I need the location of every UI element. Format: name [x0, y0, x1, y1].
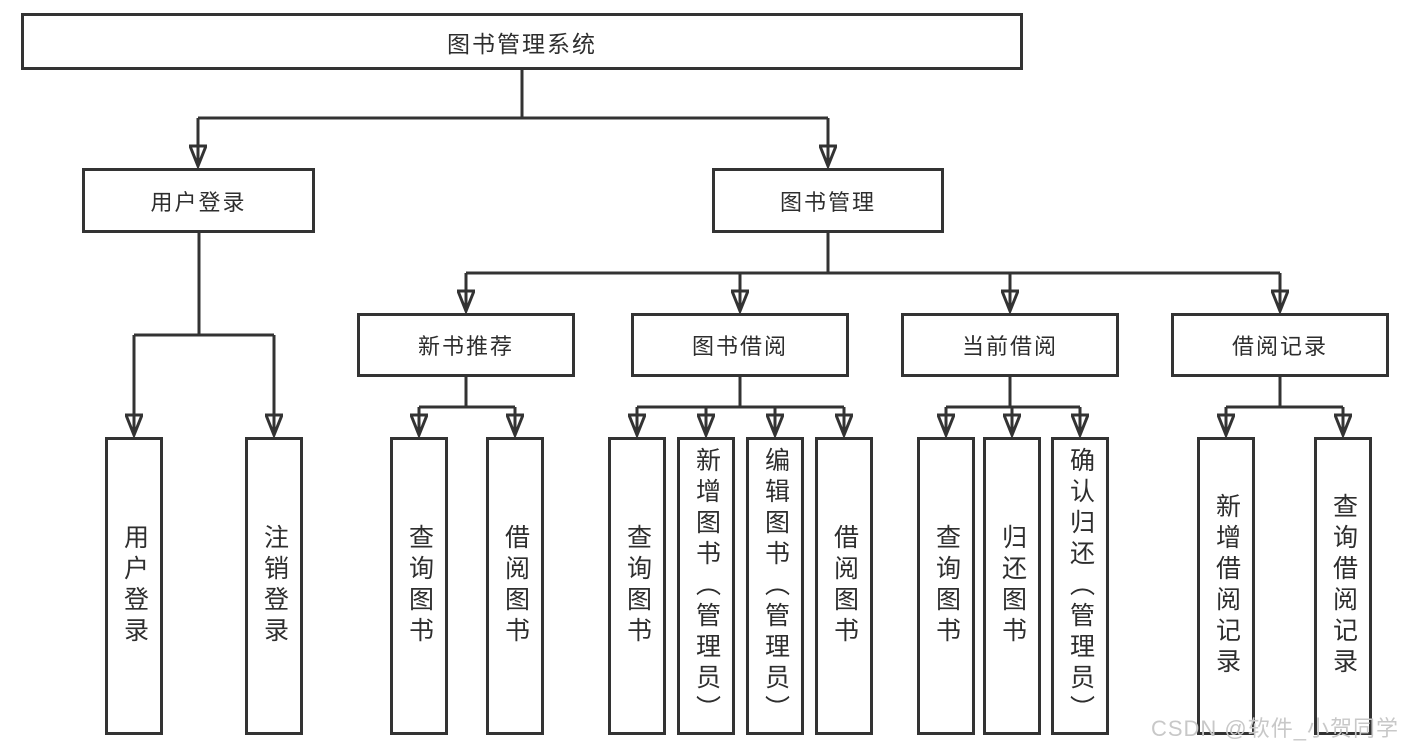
- node-book-borrowing: 图书借阅: [631, 313, 849, 377]
- node-current-borrowing: 当前借阅: [901, 313, 1119, 377]
- leaf-logout: 注销登录: [245, 437, 303, 735]
- leaf-query-books-recommend: 查询图书: [390, 437, 448, 735]
- leaf-user-login: 用户登录: [105, 437, 163, 735]
- leaf-query-books-borrow: 查询图书: [608, 437, 666, 735]
- leaf-query-books-current: 查询图书: [917, 437, 975, 735]
- leaf-confirm-return-admin: 确认归还（管理员）: [1051, 437, 1109, 735]
- node-borrowing-records: 借阅记录: [1171, 313, 1389, 377]
- leaf-add-borrow-record: 新增借阅记录: [1197, 437, 1255, 735]
- node-book-management: 图书管理: [712, 168, 944, 233]
- leaf-add-books-admin: 新增图书（管理员）: [677, 437, 735, 735]
- leaf-query-borrow-record: 查询借阅记录: [1314, 437, 1372, 735]
- node-user-login: 用户登录: [82, 168, 315, 233]
- leaf-return-books: 归还图书: [983, 437, 1041, 735]
- node-new-book-recommendation: 新书推荐: [357, 313, 575, 377]
- leaf-borrow-books-recommend: 借阅图书: [486, 437, 544, 735]
- csdn-watermark: CSDN @软件_小贺同学: [1150, 716, 1399, 741]
- leaf-borrow-books: 借阅图书: [815, 437, 873, 735]
- leaf-edit-books-admin: 编辑图书（管理员）: [746, 437, 804, 735]
- node-library-management-system: 图书管理系统: [21, 13, 1023, 70]
